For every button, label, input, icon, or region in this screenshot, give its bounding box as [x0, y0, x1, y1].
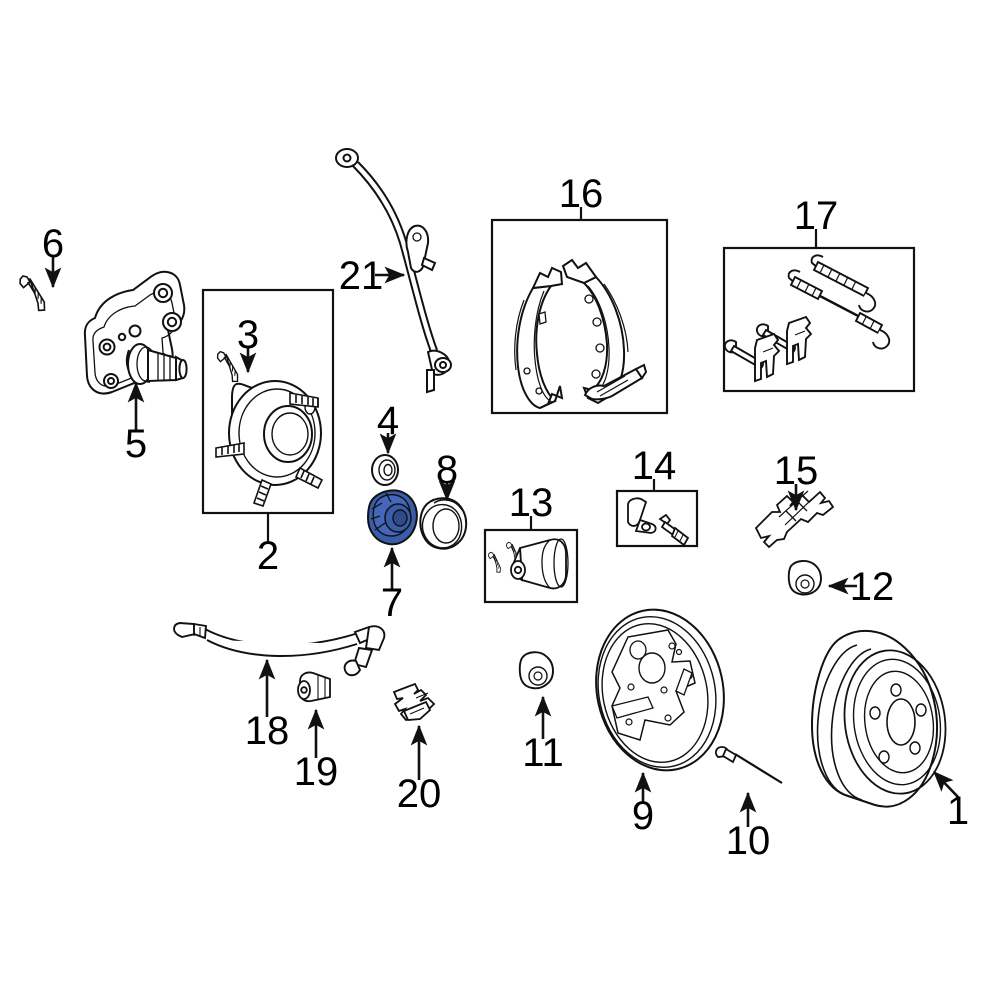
callout-label-1: 1 [947, 789, 969, 833]
group-box-16 [490, 218, 669, 415]
callout-label-9: 9 [632, 794, 654, 838]
part-shoe-hold-down-pin [715, 746, 783, 784]
callout-label-19: 19 [294, 750, 339, 794]
callout-label-7: 7 [381, 581, 403, 625]
part-brake-shoe-adjuster [754, 490, 835, 549]
part-brake-hose-clip [392, 682, 436, 722]
part-brake-drum [810, 629, 947, 808]
callout-label-17: 17 [794, 194, 839, 238]
callout-box-leaders [266, 207, 818, 542]
part-bleeder-screw-cap [518, 651, 554, 690]
callout-label-15: 15 [774, 449, 819, 493]
part-brake-hardware-kit [723, 254, 891, 383]
callout-label-10: 10 [726, 819, 771, 863]
callout-label-6: 6 [42, 222, 64, 266]
group-box-14 [615, 489, 699, 548]
part-brake-hose [173, 622, 386, 677]
callout-leaders [44, 256, 959, 827]
part-plug-and-bleeder-kit [627, 497, 690, 547]
part-hub-dust-cap [419, 497, 468, 550]
callout-label-8: 8 [436, 448, 458, 492]
part-rubber-plug [787, 560, 822, 596]
part-wheel-cylinder-kit [482, 538, 569, 590]
callout-label-3: 3 [237, 313, 259, 357]
callout-label-4: 4 [377, 399, 399, 443]
group-box-17 [722, 246, 916, 393]
part-hose-fitting [297, 671, 331, 703]
part-abs-wheel-speed-sensor [335, 148, 452, 394]
part-axle-washer [371, 454, 399, 486]
callout-label-12: 12 [850, 565, 895, 609]
callout-label-18: 18 [245, 709, 290, 753]
part-rear-spindle-knuckle [83, 270, 188, 395]
callout-label-13: 13 [509, 481, 554, 525]
part-brake-backing-plate [595, 608, 725, 772]
part-wheel-hub-and-bearing-assembly [215, 380, 324, 508]
callout-label-2: 2 [257, 534, 279, 578]
callout-label-5: 5 [125, 422, 147, 466]
part-axle-nut-highlighted [366, 489, 418, 546]
part-spindle-mounting-bolt [10, 273, 56, 314]
part-brake-shoe-set [514, 258, 648, 410]
callout-label-20: 20 [397, 772, 442, 816]
callout-label-16: 16 [559, 172, 604, 216]
callout-label-21: 21 [339, 254, 384, 298]
callout-label-14: 14 [632, 444, 677, 488]
callout-label-11: 11 [522, 731, 564, 775]
